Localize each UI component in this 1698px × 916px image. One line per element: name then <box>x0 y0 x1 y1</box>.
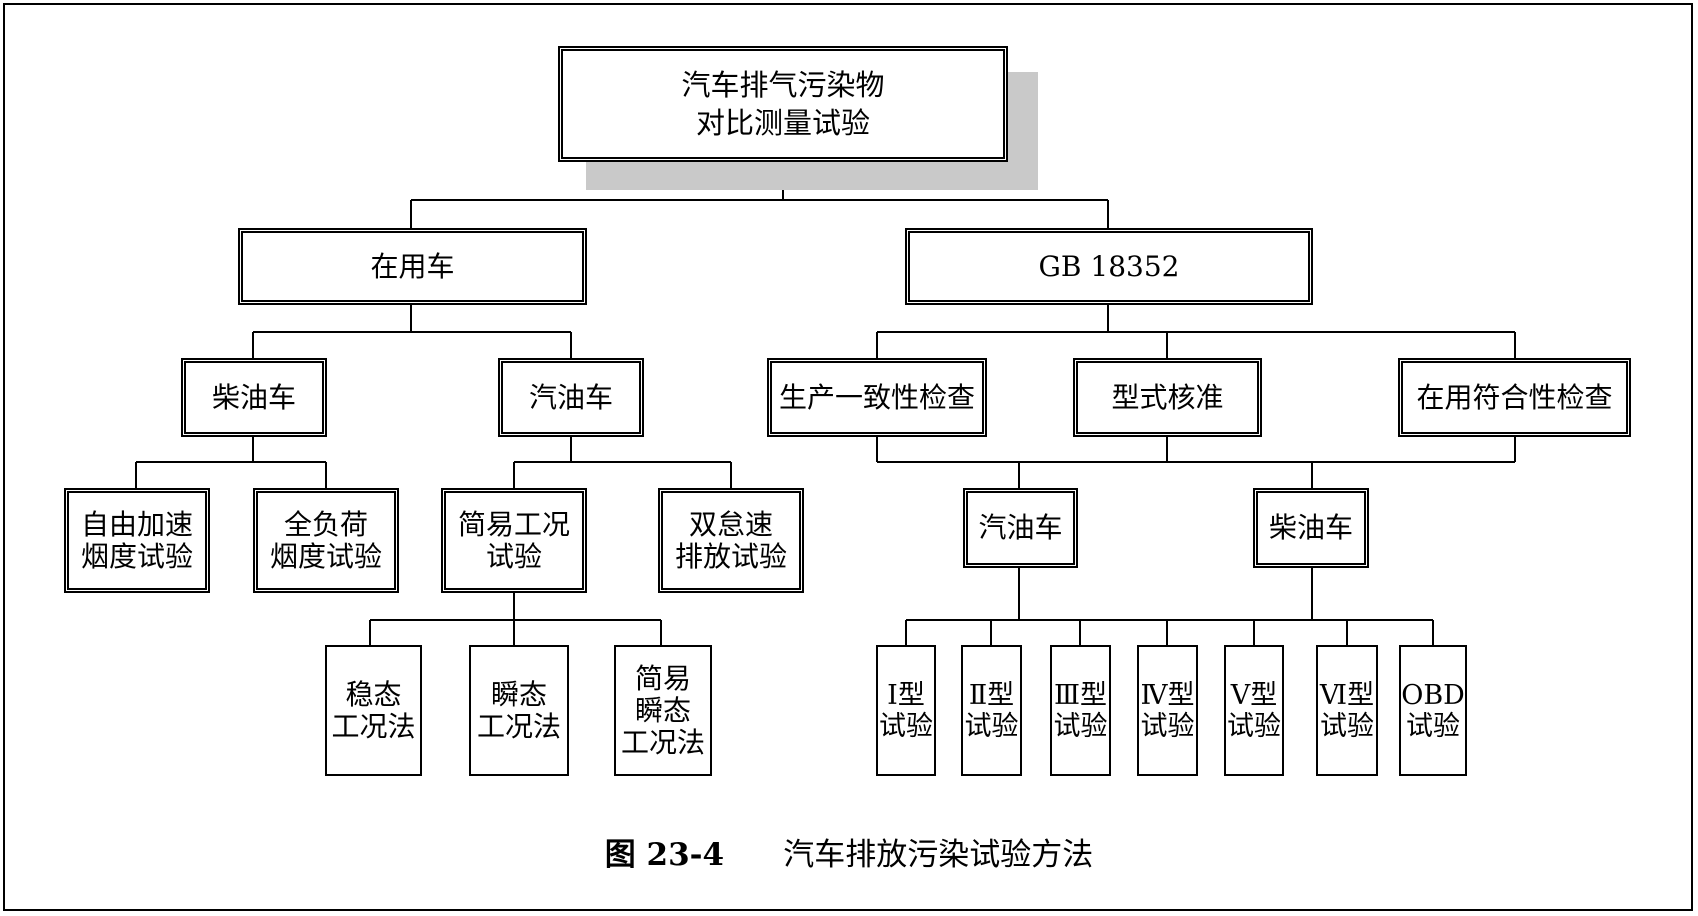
type-1-test-node: Ⅰ型 试验 <box>876 645 936 776</box>
standard-diesel-label: 柴油车 <box>1268 511 1353 544</box>
simple-condition-label: 简易工况 试验 <box>457 507 570 573</box>
connector-in-use-gasoline <box>513 437 732 488</box>
in-use-diesel-label: 柴油车 <box>211 380 296 414</box>
in-use-vehicle-label: 在用车 <box>370 249 455 283</box>
connector-in-use <box>252 305 572 358</box>
type-5-test-label: Ⅴ型 试验 <box>1227 679 1281 742</box>
figure-caption: 图 23-4 汽车排放污染试验方法 <box>0 830 1698 873</box>
double-idle-node: 双怠速 排放试验 <box>658 488 804 593</box>
root-node: 汽车排气污染物 对比测量试验 <box>558 46 1008 162</box>
gb18352-label: GB 18352 <box>1038 249 1180 283</box>
in-service-conformity-label: 在用符合性检查 <box>1416 380 1613 414</box>
full-load-smoke-node: 全负荷 烟度试验 <box>253 488 399 593</box>
gb18352-node: GB 18352 <box>905 228 1313 305</box>
type-3-test-node: Ⅲ型 试验 <box>1050 645 1111 776</box>
type-5-test-node: Ⅴ型 试验 <box>1224 645 1284 776</box>
transient-label: 瞬态 工况法 <box>476 677 561 743</box>
figure-frame <box>3 3 1693 911</box>
in-use-diesel-node: 柴油车 <box>181 358 327 437</box>
type-6-test-label: Ⅵ型 试验 <box>1319 679 1375 742</box>
cop-node: 生产一致性检查 <box>767 358 987 437</box>
simple-transient-node: 简易 瞬态 工况法 <box>614 645 712 776</box>
free-accel-smoke-node: 自由加速 烟度试验 <box>64 488 210 593</box>
obd-test-label: OBD 试验 <box>1401 679 1465 742</box>
type-1-test-label: Ⅰ型 试验 <box>879 679 933 742</box>
root-node-label: 汽车排气污染物 对比测量试验 <box>681 68 885 140</box>
simple-condition-node: 简易工况 试验 <box>441 488 587 593</box>
standard-diesel-node: 柴油车 <box>1253 488 1369 568</box>
connector-standard-bottom <box>876 437 1516 488</box>
in-use-gasoline-node: 汽油车 <box>498 358 644 437</box>
type-6-test-node: Ⅵ型 试验 <box>1316 645 1378 776</box>
type-4-test-label: Ⅳ型 试验 <box>1140 679 1195 742</box>
in-service-conformity-node: 在用符合性检查 <box>1398 358 1631 437</box>
free-accel-smoke-label: 自由加速 烟度试验 <box>80 507 193 573</box>
connector-test-types <box>905 568 1434 645</box>
figure-number: 图 23-4 <box>604 836 725 873</box>
double-idle-label: 双怠速 排放试验 <box>674 507 787 573</box>
connector-simple-condition <box>369 593 662 645</box>
type-3-test-label: Ⅲ型 试验 <box>1053 679 1108 742</box>
standard-gasoline-label: 汽油车 <box>978 511 1063 544</box>
standard-gasoline-node: 汽油车 <box>963 488 1078 568</box>
connector-in-use-diesel <box>135 437 327 488</box>
obd-test-node: OBD 试验 <box>1399 645 1467 776</box>
full-load-smoke-label: 全负荷 烟度试验 <box>269 507 382 573</box>
connector-standard <box>876 305 1516 358</box>
in-use-vehicle-node: 在用车 <box>238 228 587 305</box>
cop-label: 生产一致性检查 <box>778 380 975 414</box>
figure-title: 汽车排放污染试验方法 <box>783 836 1094 873</box>
type-2-test-label: Ⅱ型 试验 <box>964 679 1019 742</box>
type-4-test-node: Ⅳ型 试验 <box>1137 645 1198 776</box>
steady-state-node: 稳态 工况法 <box>325 645 422 776</box>
type-approval-node: 型式核准 <box>1073 358 1262 437</box>
simple-transient-label: 简易 瞬态 工况法 <box>620 661 705 759</box>
transient-node: 瞬态 工况法 <box>469 645 569 776</box>
type-2-test-node: Ⅱ型 试验 <box>961 645 1022 776</box>
in-use-gasoline-label: 汽油车 <box>528 380 613 414</box>
type-approval-label: 型式核准 <box>1111 380 1224 414</box>
steady-state-label: 稳态 工况法 <box>331 677 416 743</box>
